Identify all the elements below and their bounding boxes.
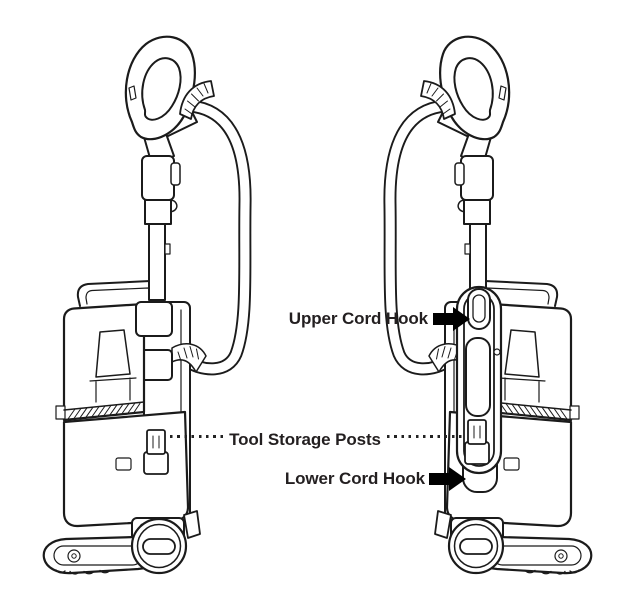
cord-hook-bracket	[465, 337, 491, 417]
lower-cord-hook-label: Lower Cord Hook	[284, 469, 425, 488]
right-arrow-icon	[433, 307, 470, 331]
arrow-shaft	[429, 473, 450, 485]
upper-cord-hook-label: Upper Cord Hook	[288, 309, 428, 328]
arrow-head	[453, 307, 470, 331]
upper-cord-hook-inner	[472, 294, 486, 323]
dotted-leader-right	[387, 435, 462, 438]
arrow-shaft	[433, 313, 454, 325]
tool-storage-posts-label: Tool Storage Posts	[229, 430, 381, 449]
right-tool-post-base	[464, 441, 490, 465]
right-tool-post	[467, 419, 487, 445]
arrow-head	[449, 467, 466, 491]
dotted-leader-left	[170, 435, 227, 438]
right-tool-post-ticks	[473, 425, 481, 439]
screw-detail	[493, 348, 501, 356]
right-arrow-icon	[429, 467, 466, 491]
cord-wrap-overlay	[455, 285, 503, 493]
left-vacuum-illustration	[44, 37, 245, 574]
